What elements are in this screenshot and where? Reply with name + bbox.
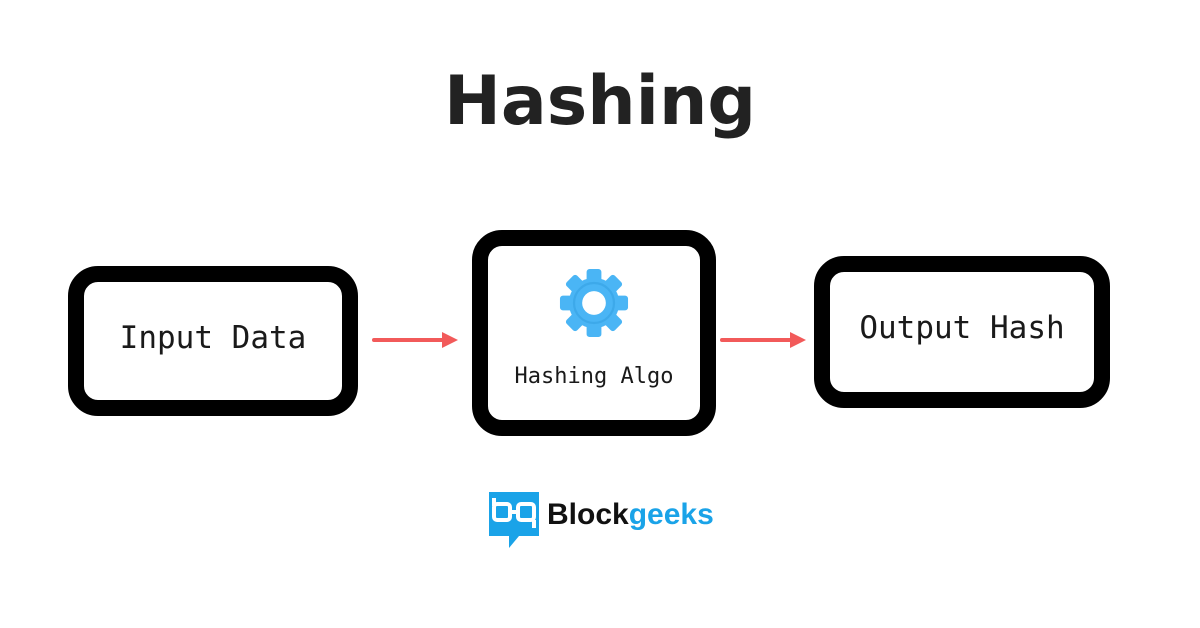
- brand-name-part2: geeks: [628, 498, 714, 531]
- hashing-algo-box: Hashing Algo: [472, 230, 716, 436]
- blockgeeks-logo: Blockgeeks: [485, 488, 725, 554]
- brand-name-part1: Block: [547, 498, 629, 531]
- output-hash-label: Output Hash: [859, 310, 1065, 346]
- diagram-title: Hashing: [443, 62, 757, 141]
- hashing-algo-label: Hashing Algo: [514, 364, 674, 389]
- gear-icon: [559, 268, 629, 338]
- blockgeeks-wordmark: Blockgeeks: [547, 498, 714, 532]
- arrow-algo-to-output: [720, 332, 806, 348]
- input-data-label: Input Data: [119, 320, 307, 356]
- blockgeeks-logo-icon: [489, 492, 539, 548]
- arrow-input-to-algo: [372, 332, 458, 348]
- output-hash-box: Output Hash: [814, 256, 1110, 408]
- input-data-box: Input Data: [68, 266, 358, 416]
